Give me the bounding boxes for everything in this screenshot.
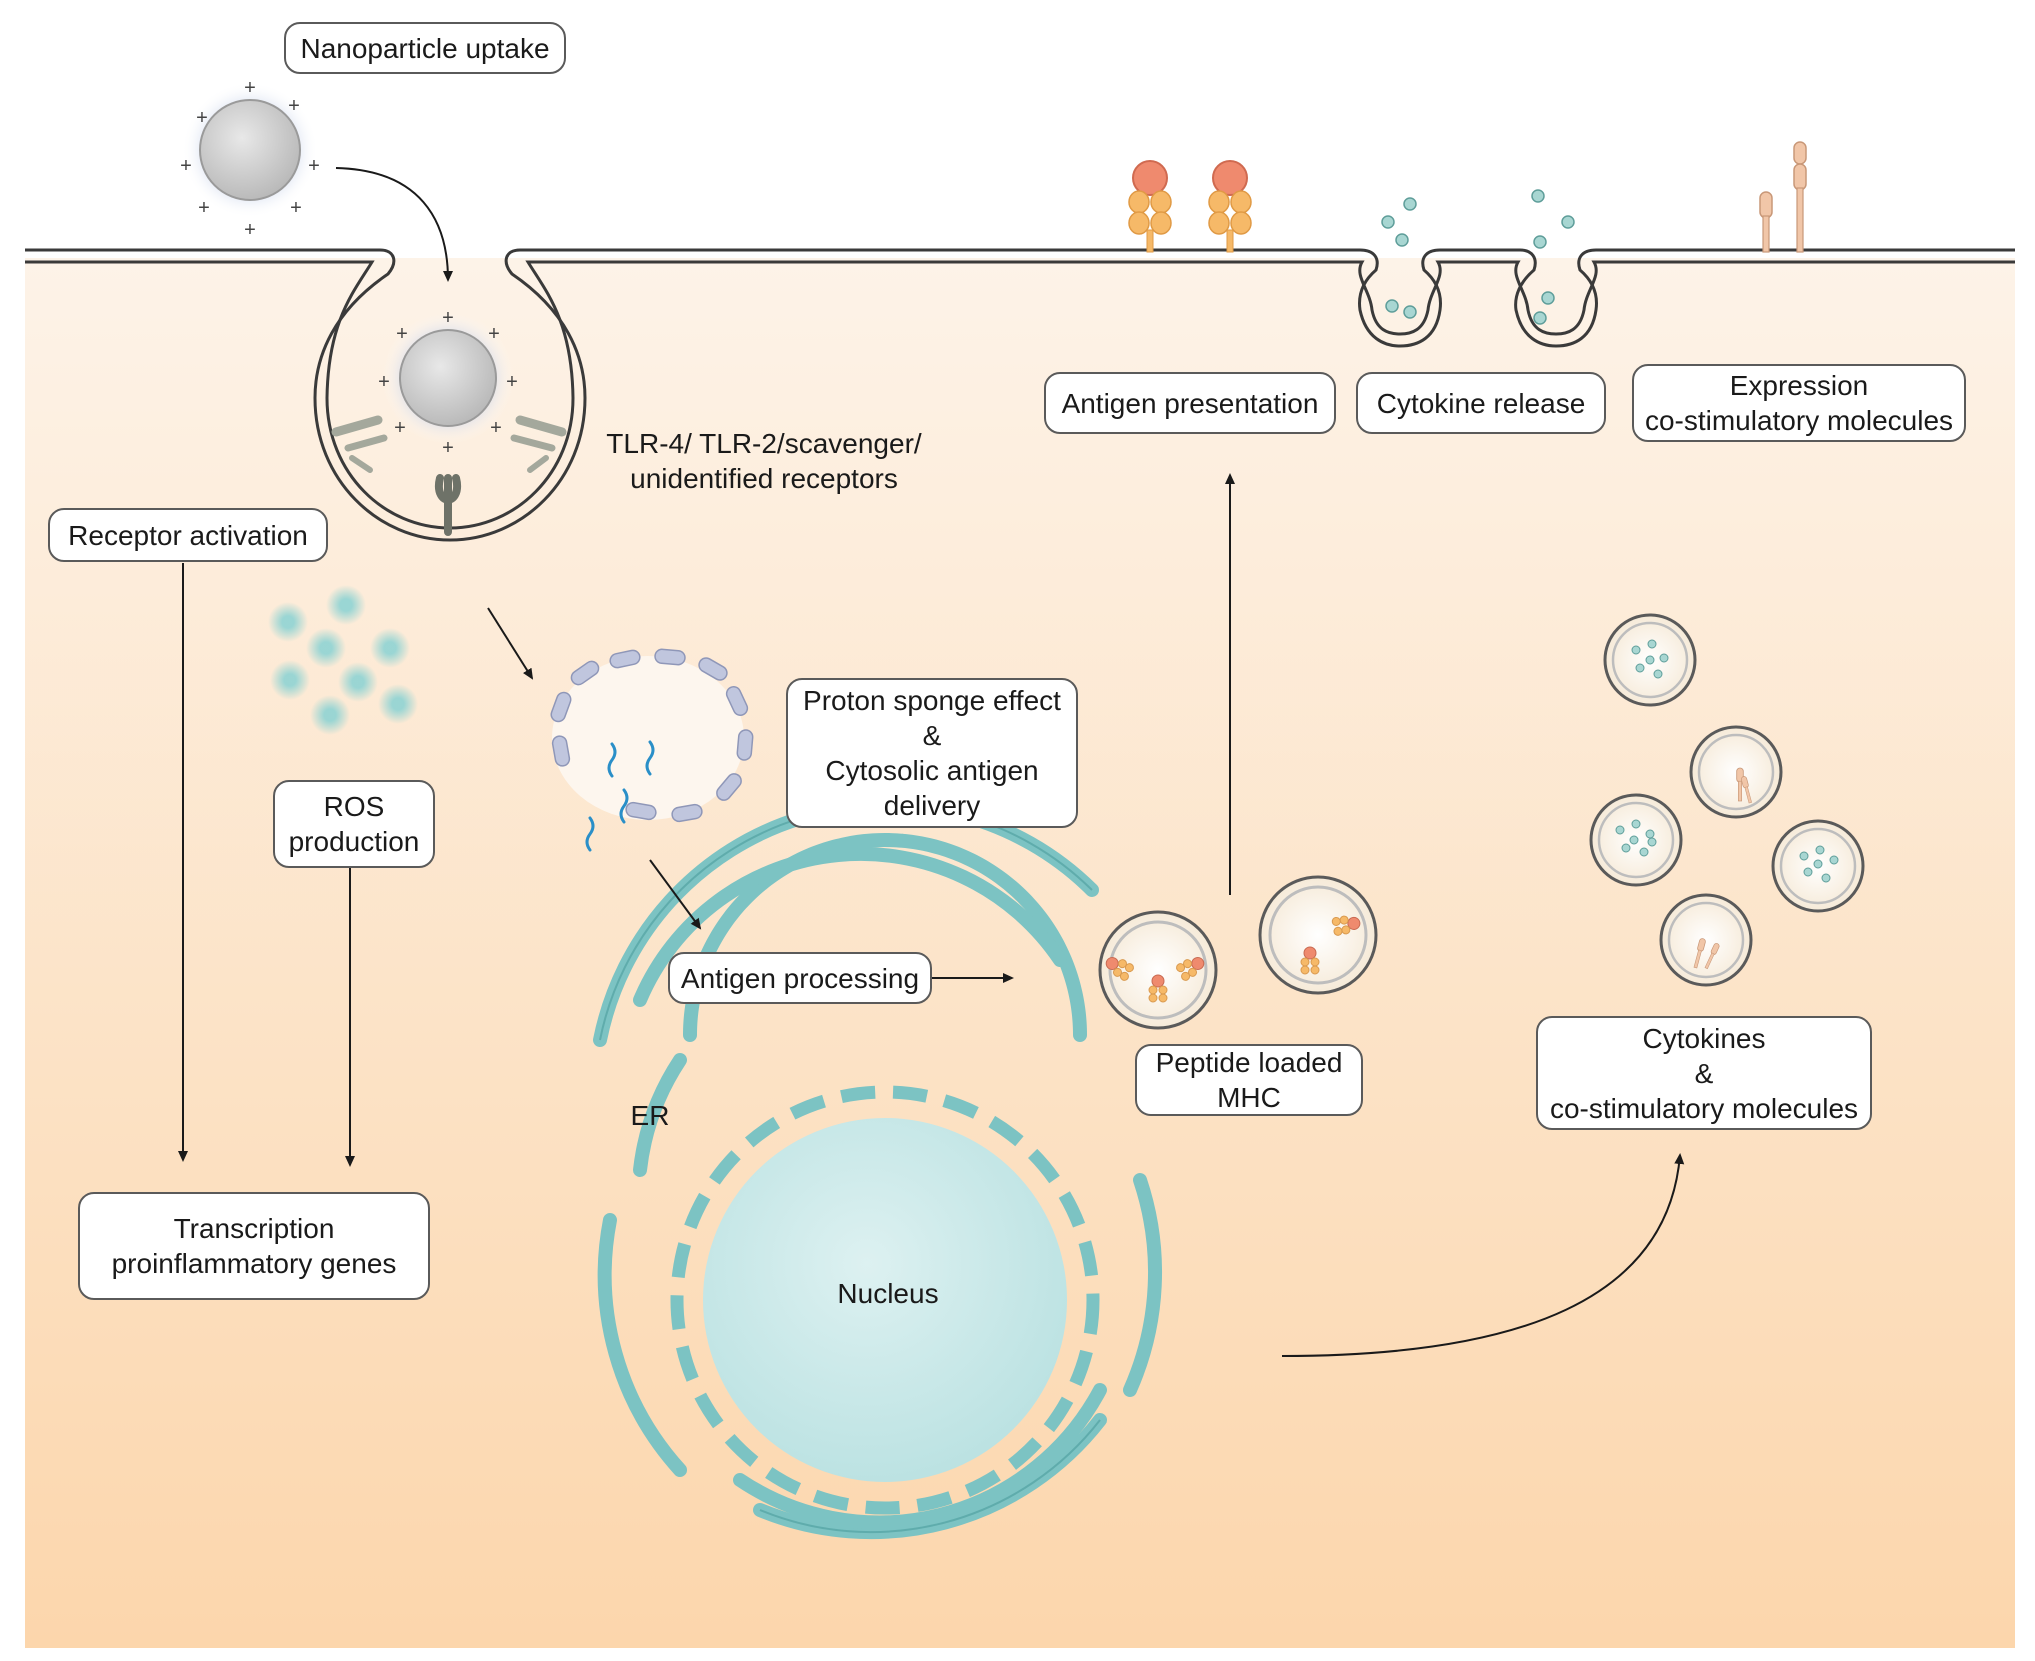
endosome-icon <box>550 648 754 852</box>
receptors-label: TLR-4/ TLR-2/scavenger/ unidentified rec… <box>606 428 922 494</box>
svg-text:+: + <box>490 417 502 439</box>
vesicle-icon <box>1771 819 1865 913</box>
uptake-arrow <box>335 167 453 282</box>
vesicle-icon <box>1589 793 1683 887</box>
cytoplasm <box>25 258 2015 1648</box>
receptor-activation-label: Receptor activation <box>48 508 328 562</box>
antigen-presentation-label: Antigen presentation <box>1044 372 1336 434</box>
ros-production-label: ROS production <box>273 780 435 868</box>
antigen-processing-label: Antigen processing <box>668 952 932 1004</box>
vesicle-icon <box>1659 893 1753 987</box>
svg-text:+: + <box>378 371 390 393</box>
svg-text:+: + <box>488 323 500 345</box>
nucleus-label: Nucleus <box>837 1278 939 1309</box>
arrows <box>178 473 1685 1357</box>
ros-particles <box>268 585 418 735</box>
peptide-loaded-mhc-label: Peptide loaded MHC <box>1135 1044 1363 1116</box>
plasma-membrane <box>25 248 2015 542</box>
svg-text:+: + <box>506 371 518 393</box>
costimulatory-molecule-icon <box>1759 141 1807 253</box>
vesicle-icon <box>1603 613 1697 707</box>
cytokine-icon <box>1381 189 1575 325</box>
mhc-icon <box>1128 160 1252 253</box>
svg-text:+: + <box>394 417 406 439</box>
receptor-icon <box>510 415 567 473</box>
svg-text:+: + <box>244 219 256 241</box>
svg-text:+: + <box>196 107 208 129</box>
svg-text:+: + <box>442 437 454 459</box>
proton-sponge-label: Proton sponge effect & Cytosolic antigen… <box>786 678 1078 828</box>
svg-text:+: + <box>180 155 192 177</box>
vesicle-icon <box>1098 910 1218 1030</box>
svg-text:+: + <box>308 155 320 177</box>
expression-label: Expression co-stimulatory molecules <box>1632 364 1966 442</box>
nanoparticle-uptake-label: Nanoparticle uptake <box>284 22 566 74</box>
cytokine-release-label: Cytokine release <box>1356 372 1606 434</box>
vesicle-icon <box>1689 725 1783 819</box>
internalized-nanoparticle-icon: + + + + + + + + <box>378 307 518 459</box>
receptor-icon <box>435 474 461 536</box>
svg-text:+: + <box>244 77 256 99</box>
svg-text:+: + <box>396 323 408 345</box>
nucleus-icon <box>670 1085 1100 1515</box>
nanoparticle-icon: + + + + + + + + <box>180 77 320 241</box>
svg-text:+: + <box>198 197 210 219</box>
svg-text:+: + <box>288 95 300 117</box>
receptor-icon <box>331 415 388 473</box>
svg-text:+: + <box>442 307 454 329</box>
er-label: ER <box>630 1100 670 1131</box>
vesicle-icon <box>1258 875 1378 995</box>
transcription-label: Transcription proinflammatory genes <box>78 1192 430 1300</box>
svg-text:+: + <box>290 197 302 219</box>
cytokines-costim-label: Cytokines & co-stimulatory molecules <box>1536 1016 1872 1130</box>
